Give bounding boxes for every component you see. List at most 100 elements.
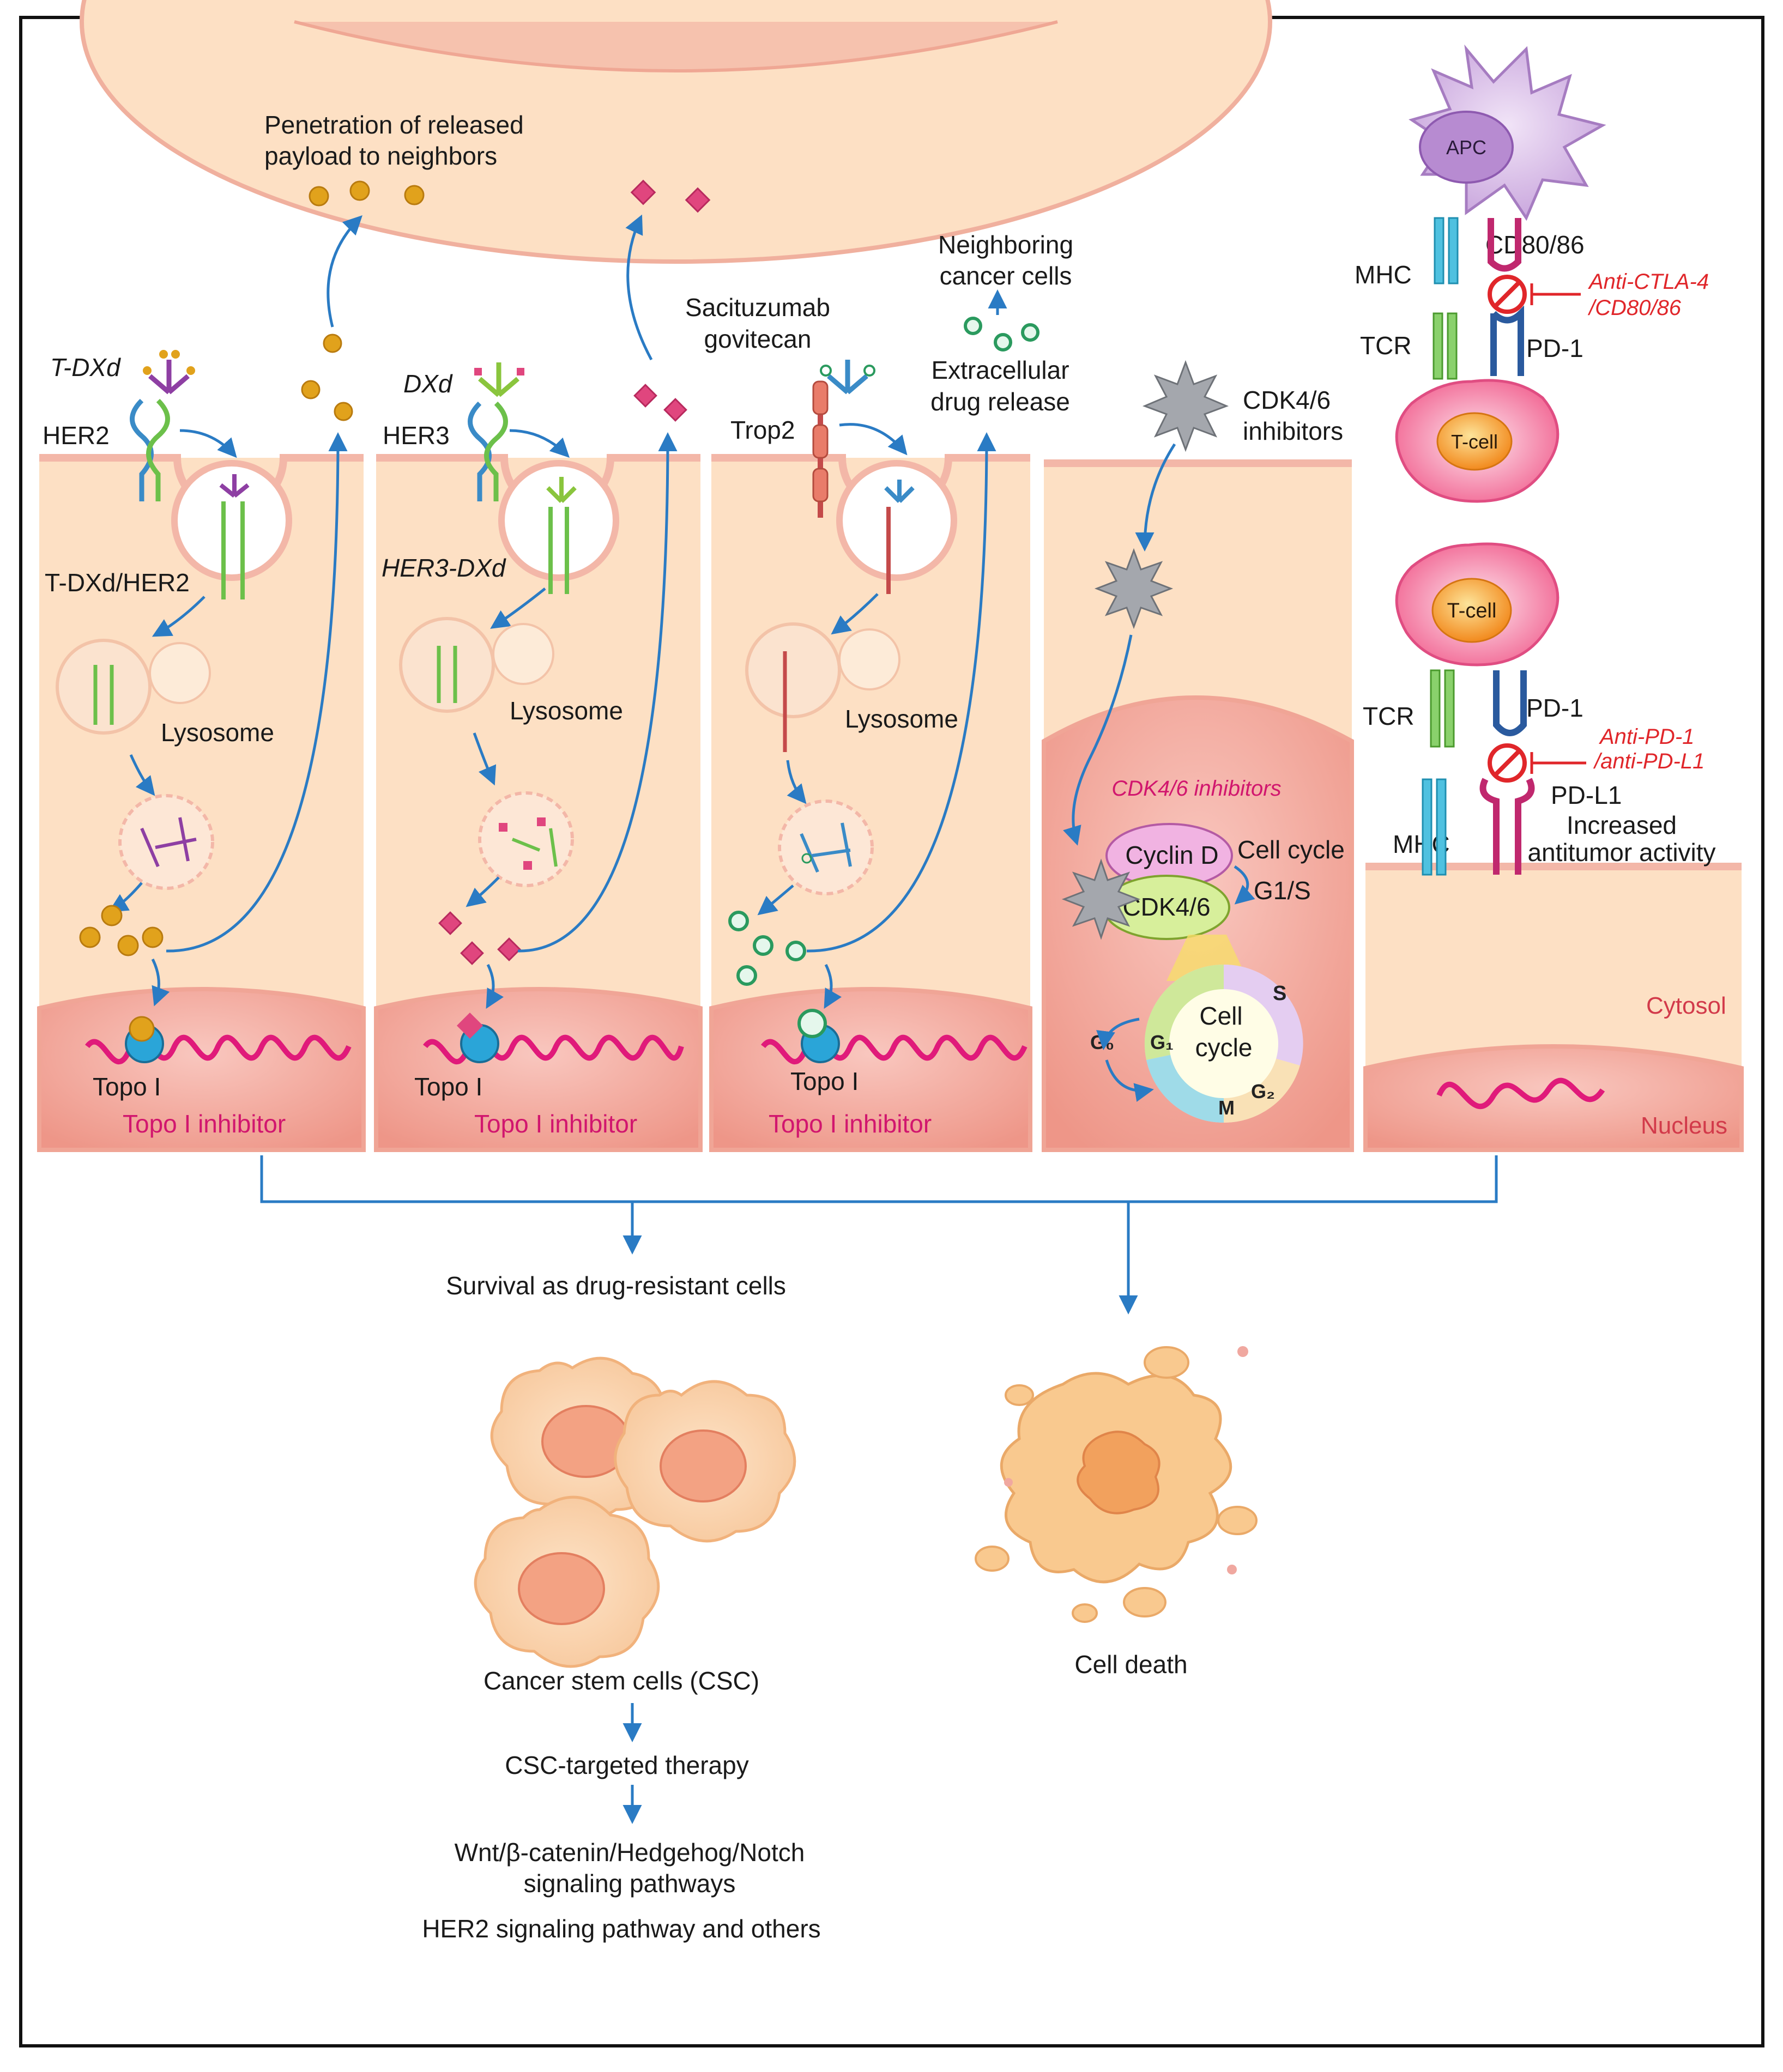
arrow-to-neighbor-2 bbox=[625, 214, 653, 361]
lysosome-label-1: Lysosome bbox=[161, 718, 274, 747]
arrow-export-2 bbox=[517, 432, 678, 953]
topo-i-inhibitor-label-1: Topo I inhibitor bbox=[123, 1110, 286, 1138]
tcr-top-icon bbox=[1433, 312, 1458, 380]
trop2-receptor-icon bbox=[812, 380, 829, 518]
arrow-export-1 bbox=[166, 432, 348, 953]
arrow-g0-to-g1 bbox=[1105, 1059, 1154, 1102]
phase-g2-label: G₂ bbox=[1251, 1080, 1275, 1102]
bound-inhibitor-star-icon bbox=[1061, 858, 1141, 940]
block-icon-ctla4 bbox=[1488, 275, 1527, 314]
topo-i-inhibitor-label-2: Topo I inhibitor bbox=[474, 1110, 637, 1138]
payload-green-cluster-3 bbox=[728, 911, 806, 986]
topo-i-label-3: Topo I bbox=[790, 1067, 859, 1095]
topo-i-label-2: Topo I bbox=[414, 1073, 482, 1101]
arrow-g1-to-g0 bbox=[1096, 1017, 1140, 1050]
tcr-bottom-label: TCR bbox=[1363, 702, 1415, 730]
arrow-internalize-2 bbox=[509, 429, 570, 458]
lysosome-1 bbox=[56, 639, 211, 735]
endosome-2 bbox=[498, 460, 619, 594]
arrow-to-neighbor-1 bbox=[327, 215, 362, 328]
csc-cells-icon bbox=[474, 1356, 796, 1668]
panel1-cell bbox=[37, 454, 366, 1152]
csc-label: Cancer stem cells (CSC) bbox=[483, 1667, 759, 1695]
arrow-degrade-1 bbox=[129, 754, 155, 796]
tdxd-label: T-DXd bbox=[50, 353, 121, 381]
penetration-label-1: Penetration of released bbox=[264, 111, 524, 139]
tdxd-her2-label: T-DXd/HER2 bbox=[45, 568, 190, 597]
arrow-cdk-to-nucleus bbox=[1063, 634, 1133, 846]
neighbor-cell-top bbox=[80, 0, 1272, 264]
cdk46-drug-label-2: inhibitors bbox=[1243, 417, 1343, 445]
anti-pd1-label-2: /anti-PD-L1 bbox=[1593, 749, 1705, 773]
degraded-vesicle-2 bbox=[478, 791, 574, 887]
phase-m-label: M bbox=[1218, 1096, 1235, 1119]
endosome-3 bbox=[836, 460, 957, 594]
cd80-icon bbox=[1488, 218, 1521, 272]
her2-receptor-icon bbox=[130, 398, 170, 501]
increased-label-1: Increased bbox=[1567, 811, 1677, 839]
sacituzumab-label-1: Sacituzumab bbox=[685, 293, 830, 322]
pathways-label-2: signaling pathways bbox=[524, 1869, 736, 1898]
topo-i-icon-2 bbox=[423, 1012, 684, 1064]
her3-receptor-icon bbox=[468, 401, 508, 501]
cdk46-nucleus-title: CDK4/6 inhibitors bbox=[1111, 777, 1281, 801]
arrow-to-nucleus-1 bbox=[151, 958, 170, 1007]
arrow-export-3 bbox=[806, 432, 996, 953]
pathways-label-1: Wnt/β-catenin/Hedgehog/Notch bbox=[455, 1838, 805, 1867]
arrow-release-2 bbox=[466, 876, 500, 907]
mhc-top-icon bbox=[1434, 217, 1459, 284]
lysosome-3 bbox=[745, 622, 900, 752]
cell-death-icon bbox=[975, 1346, 1258, 1623]
neighboring-label-1: Neighboring bbox=[938, 231, 1073, 259]
phase-s-label: S bbox=[1273, 982, 1286, 1005]
tcr-top-label: TCR bbox=[1360, 331, 1412, 360]
her2-pathway-label: HER2 signaling pathway and others bbox=[422, 1915, 820, 1943]
anti-pd1-label-1: Anti-PD-1 bbox=[1599, 725, 1694, 749]
block-icon-pd1 bbox=[1488, 743, 1527, 783]
dxd-label: DXd bbox=[403, 369, 453, 398]
degraded-vesicle-1 bbox=[118, 794, 214, 890]
topo-i-icon-3 bbox=[761, 1009, 1028, 1064]
dna-panel5-icon bbox=[1436, 1077, 1605, 1110]
cycle-center-label-1: Cell bbox=[1199, 1002, 1242, 1030]
arrow-g1s bbox=[1234, 865, 1255, 905]
cytosol-label: Cytosol bbox=[1646, 992, 1726, 1019]
pdl1-label: PD-L1 bbox=[1551, 781, 1622, 809]
survival-label: Survival as drug-resistant cells bbox=[446, 1271, 786, 1300]
arrow-internalize-3 bbox=[839, 423, 908, 456]
her2-label: HER2 bbox=[43, 421, 110, 450]
pd1-top-label: PD-1 bbox=[1526, 334, 1583, 362]
cdk46-inhibitor-star-cytoplasm-icon bbox=[1094, 548, 1174, 629]
bracket-line bbox=[260, 1155, 1498, 1203]
extracellular-label-2: drug release bbox=[930, 387, 1070, 416]
arrow-degrade-2 bbox=[473, 732, 497, 786]
degraded-vesicle-3 bbox=[778, 799, 874, 895]
neighboring-label-2: cancer cells bbox=[940, 262, 1072, 290]
arrow-to-lysosome-3 bbox=[831, 593, 879, 635]
phase-g0-label: G₀ bbox=[1090, 1031, 1114, 1053]
cd80-label: CD80/86 bbox=[1485, 231, 1585, 259]
payload-gold-cluster-1 bbox=[79, 905, 164, 956]
tcell-bottom-icon bbox=[1395, 542, 1560, 667]
her3-dxd-label: HER3-DXd bbox=[382, 554, 506, 582]
arrow-degrade-3 bbox=[786, 760, 807, 804]
lysosome-2 bbox=[399, 617, 554, 713]
sacituzumab-label-2: govitecan bbox=[704, 325, 812, 353]
anti-ctla4-label-1: Anti-CTLA-4 bbox=[1588, 270, 1709, 294]
increased-label-2: antitumor activity bbox=[1527, 838, 1715, 867]
topo-i-icon-1 bbox=[85, 1016, 352, 1064]
tcr-bottom-icon bbox=[1430, 669, 1455, 748]
cdk46-label: CDK4/6 bbox=[1122, 893, 1210, 921]
tdxd-antibody-icon bbox=[143, 350, 195, 395]
arrow-to-nucleus-3 bbox=[824, 964, 842, 1009]
nucleus-label: Nucleus bbox=[1641, 1112, 1727, 1139]
arrow-internalize-1 bbox=[179, 429, 237, 458]
mhc-bottom-icon bbox=[1422, 778, 1447, 876]
g1s-label: G1/S bbox=[1254, 876, 1311, 905]
lysosome-label-3: Lysosome bbox=[845, 705, 958, 733]
inhibit-line-pd1 bbox=[1530, 752, 1586, 774]
cell-cycle-side-label: Cell cycle bbox=[1237, 835, 1345, 864]
her3-label: HER3 bbox=[383, 421, 450, 450]
